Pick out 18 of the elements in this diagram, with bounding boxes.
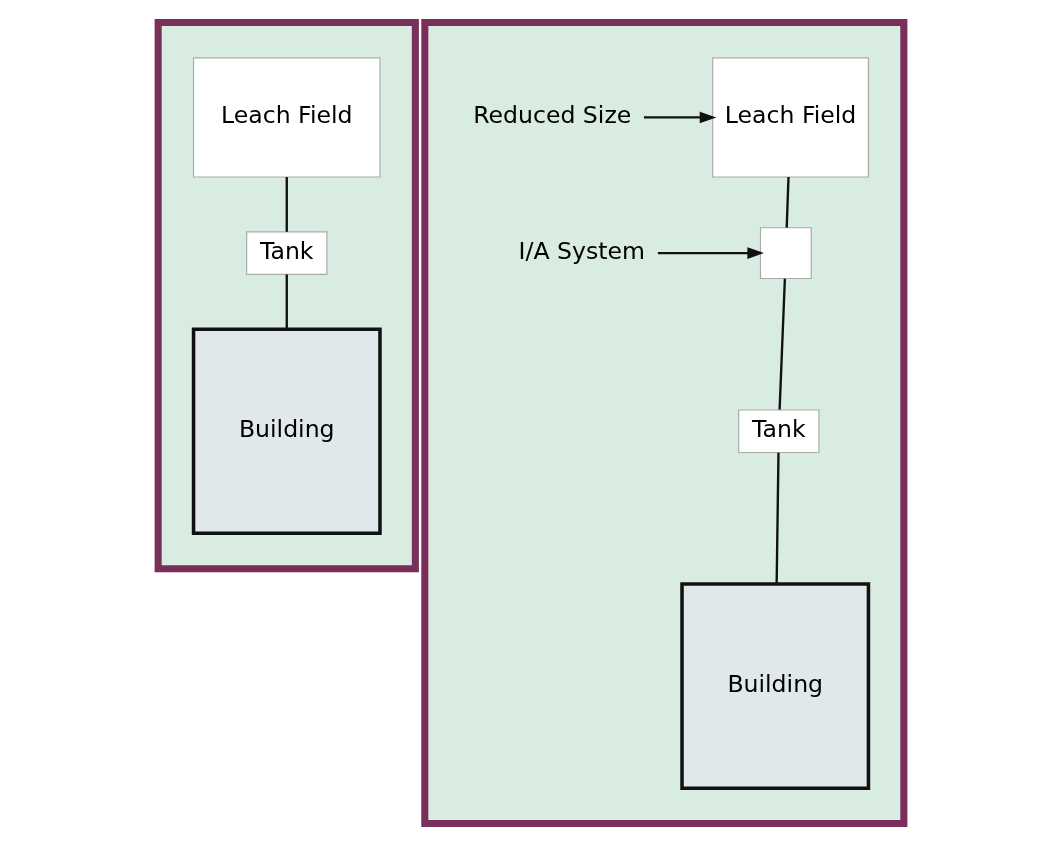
node-box: Building — [191, 327, 382, 536]
cluster — [154, 18, 419, 573]
cluster — [421, 18, 908, 828]
node-text: Reduced Size — [473, 101, 632, 130]
arrow — [643, 111, 717, 124]
node-box: Tank — [246, 231, 328, 275]
connector — [285, 177, 288, 232]
node-text: I/A System — [518, 237, 645, 265]
node-box: Building — [680, 582, 871, 790]
node-box: Tank — [738, 409, 820, 454]
arrow — [657, 247, 764, 259]
node-box: Leach Field — [192, 57, 381, 178]
node-box — [759, 227, 812, 280]
node-box: Leach Field — [712, 57, 870, 178]
connector — [285, 274, 288, 329]
connector — [778, 278, 787, 410]
connector — [775, 452, 780, 584]
connector — [785, 177, 790, 228]
